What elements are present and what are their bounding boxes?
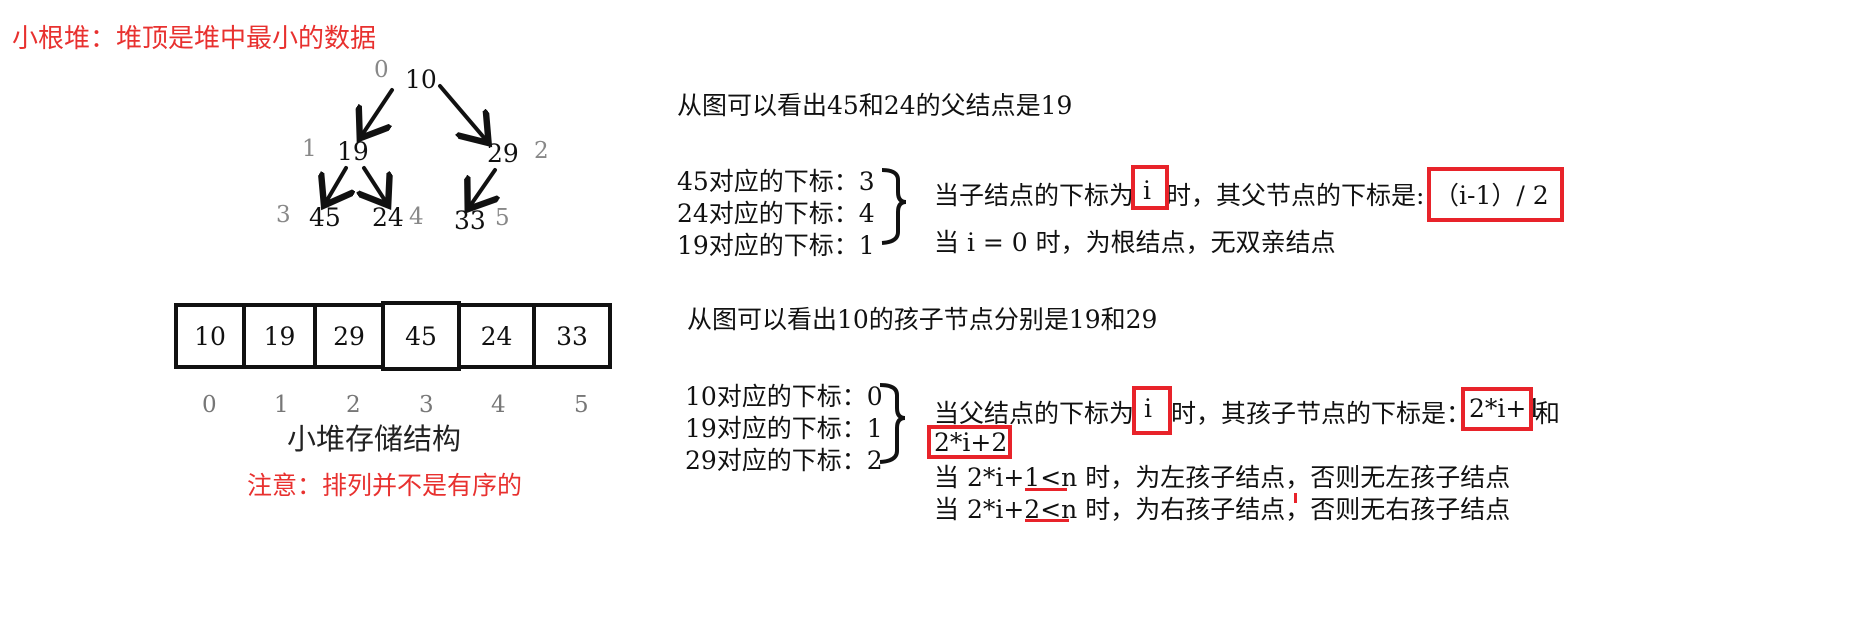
edge-arrow (362, 88, 394, 135)
condition-part: 时，为左孩子结点，否则无左孩子结点 (1077, 463, 1511, 492)
child-rule-mid: 时，其孩子节点的下标是： (1171, 399, 1472, 428)
array-cell: 33 (532, 303, 612, 369)
child-index-item: 19对应的下标：1 (685, 414, 883, 443)
right-child-condition: 当 2*i+2<n 时，为右孩子结点，否则无右孩子结点 (934, 490, 1510, 526)
node-value: 33 (454, 206, 486, 235)
child-rule-var: i (1144, 394, 1152, 423)
brace-icon (881, 168, 907, 245)
parent-index-item: 45对应的下标：3 (677, 167, 875, 196)
edge-arrow (438, 84, 486, 140)
condition-part: 当 2*i+2 (934, 495, 1041, 524)
array-cell: 10 (174, 303, 246, 369)
node-index: 5 (495, 205, 510, 231)
heap-array: 10 19 29 45 24 33 (174, 301, 614, 375)
node-index: 3 (276, 202, 291, 228)
highlight-box (1461, 387, 1533, 431)
node-value: 19 (337, 137, 369, 166)
node-value: 24 (372, 203, 404, 232)
highlight-box (1427, 167, 1564, 222)
right-child-formula: 2*i+2 (934, 428, 1008, 457)
array-cell: 29 (313, 303, 385, 369)
left-child-condition: 当 2*i+1<n 时，为左孩子结点，否则无左孩子结点 (934, 458, 1510, 494)
node-value: 45 (309, 203, 341, 232)
root-note: 当 i = 0 时，为根结点，无双亲结点 (934, 228, 1336, 257)
parent-index-item: 24对应的下标：4 (677, 199, 875, 228)
highlight-box (1132, 386, 1172, 435)
and-word: 和 (1535, 399, 1561, 428)
highlight-box (1131, 165, 1169, 210)
array-index: 1 (274, 392, 289, 418)
child-rule-prefix: 当父结点的下标为 (934, 399, 1135, 428)
node-index: 0 (374, 57, 389, 83)
array-cell: 24 (457, 303, 536, 369)
node-index: 4 (409, 204, 424, 230)
underline-mark (1025, 488, 1067, 491)
page-title: 小根堆：堆顶是堆中最小的数据 (12, 24, 377, 54)
parent-index-item: 19对应的下标：1 (677, 231, 875, 260)
node-index: 1 (302, 136, 317, 162)
array-index: 0 (202, 392, 217, 418)
array-cell: 45 (381, 301, 461, 371)
condition-part: 时，为右孩子结点，否则无右孩子结点 (1077, 495, 1511, 524)
underline-mark (1025, 519, 1069, 522)
node-value: 10 (405, 65, 437, 94)
edge-arrow (364, 166, 386, 202)
highlight-box (927, 425, 1012, 459)
node-index: 2 (534, 138, 549, 164)
condition-bound: <n (1040, 463, 1078, 492)
red-tick-mark (1294, 493, 1297, 503)
child-heading: 从图可以看出10的孩子节点分别是19和29 (687, 305, 1158, 334)
child-index-item: 10对应的下标：0 (685, 382, 883, 411)
node-value: 29 (487, 139, 519, 168)
parent-rule-prefix: 当子结点的下标为 (934, 181, 1135, 210)
child-index-item: 29对应的下标：2 (685, 446, 883, 475)
parent-rule-formula: （i-1）/ 2 (1434, 181, 1549, 210)
array-cell: 19 (242, 303, 317, 369)
condition-part: 当 2*i+1 (934, 463, 1041, 492)
parent-rule-var: i (1143, 176, 1151, 205)
array-index: 3 (419, 392, 434, 418)
array-index: 2 (346, 392, 361, 418)
array-caption: 小堆存储结构 (287, 422, 462, 456)
parent-heading: 从图可以看出45和24的父结点是19 (677, 91, 1073, 120)
parent-rule-mid: 时，其父节点的下标是: (1166, 181, 1425, 210)
array-index: 4 (491, 392, 506, 418)
array-note: 注意：排列并不是有序的 (247, 471, 523, 500)
brace-icon (879, 383, 906, 464)
array-index: 5 (574, 392, 589, 418)
edge-arrow (326, 166, 346, 202)
edge-arrow (470, 168, 495, 206)
